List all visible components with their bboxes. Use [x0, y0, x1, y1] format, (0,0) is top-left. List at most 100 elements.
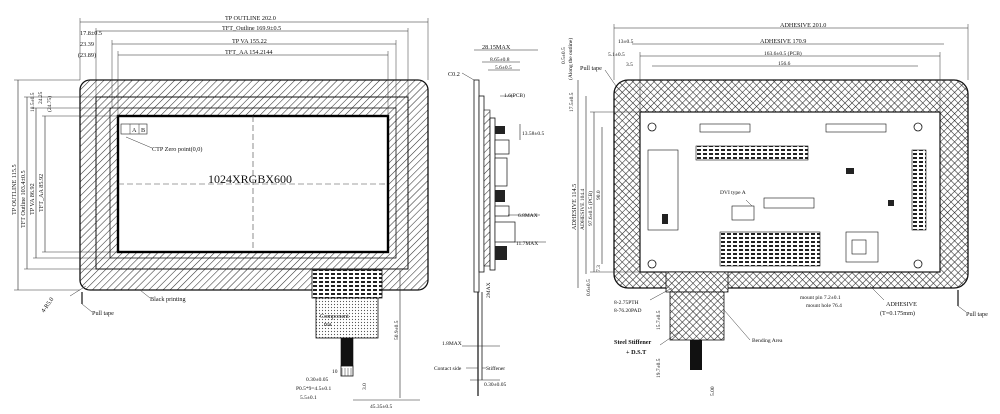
side-2max-label: 2MAX	[486, 282, 492, 298]
fpc-10-label: 10	[332, 369, 338, 375]
ctp-zero-label: CTP Zero point(0,0)	[152, 146, 202, 153]
dvi-connector	[731, 205, 755, 221]
back-fpc-tail	[690, 340, 702, 370]
fpc-45-label: 45.35±0.5	[370, 404, 393, 410]
tft-aa-w-label: TFT_AA 154.2144	[225, 49, 272, 56]
side-1358-label: 13.58±0.5	[522, 131, 545, 137]
mount-hole-label: mount hole 76.4	[806, 303, 842, 309]
mount-hole-tr	[913, 122, 923, 132]
dim-73-label: 7.3	[596, 265, 602, 272]
black-printing-edge	[109, 107, 397, 259]
adhesive-w-label: ADHESIVE 201.0	[780, 22, 826, 29]
fpc-tail	[340, 337, 354, 367]
pcb-h-label: 97.6±0.5 (PCB)	[587, 191, 594, 226]
dim-05-label: 0.5±0.5	[561, 47, 567, 64]
mount-hole-bl	[647, 259, 657, 269]
pcb-board	[489, 117, 496, 271]
adhesive-h-label: ADHESIVE 114.5	[571, 184, 578, 230]
adhesive-t-label: (T=0.175mm)	[880, 310, 915, 317]
fpc-30-label: 3.0	[362, 383, 368, 390]
side-chamfer-label: C0.2	[448, 71, 460, 78]
fpc-connector-area	[311, 269, 383, 299]
dim-157-label: 15.7±0.5	[656, 310, 662, 330]
back-pull-tape-r-label: Pull tape	[966, 311, 988, 318]
backlight	[483, 109, 491, 267]
dim-185-label: 18.5±0.5	[30, 92, 36, 112]
fpc-pitch-back-label: 8-2.75PTH	[614, 300, 639, 306]
resolution-label: 1024XRGBX600	[208, 172, 292, 186]
front-view: A B CTP Zero point(0,0) 1024XRGBX600 TP …	[11, 15, 429, 410]
cover-glass	[473, 79, 480, 293]
steel-stiffener-label-1: Steel Stiffener	[614, 339, 652, 346]
tp-va-h-label: TP VA 86.92	[29, 183, 36, 215]
side-030-label: 0.30±0.05	[484, 382, 507, 388]
mount-pin-label: mount pin 7.2±0.1	[800, 295, 841, 301]
tp-outline-w-label: TP OUTLINE 202.0	[225, 15, 276, 22]
side-pcb-label: 1.6(PCB)	[504, 92, 525, 99]
dim-51-label: 5.1±0.5	[608, 52, 625, 58]
side-56-label: 5.6±0.5	[495, 65, 512, 71]
side-contact-label: Contact side	[434, 366, 462, 372]
mount-hole-tl	[647, 122, 657, 132]
dim-35-label: 3.5	[626, 62, 633, 68]
side-117-label: 11.7MAX	[516, 241, 538, 247]
dim-900-label: 90.0	[596, 190, 602, 200]
dim-17-label: 17.5±0.5	[569, 92, 575, 112]
cell-a-label: A	[132, 127, 137, 134]
tp-outline-h-label: TP OUTLINE 115.5	[11, 164, 18, 215]
mount-hole-br	[913, 259, 923, 269]
side-thickness-label: 28.15MAX	[482, 44, 511, 51]
side-stiffener-label: Stiffener	[486, 365, 505, 372]
fpc-030-label: 0.30±0.05	[306, 377, 329, 383]
pcb-w-label: 163.6±0.5 (PCB)	[764, 50, 802, 57]
dim-2475-label: (24.75)	[46, 96, 53, 112]
cell-b-label: B	[141, 127, 145, 134]
side-view: 28.15MAX 8.65±0.8 5.6±0.5 C0.2 1.6(PCB) …	[434, 44, 546, 396]
pixel-cell-box	[120, 123, 148, 135]
adhesive-w2-label: ADHESIVE 170.9	[760, 38, 806, 45]
pcb-pin-header	[911, 149, 927, 231]
dim-1566-label: 156.6	[778, 61, 791, 67]
dvi-label: DVI type A	[720, 190, 746, 196]
corner-radius-label: 4-R5.0	[40, 296, 55, 314]
tft-aa-h-label: TFT_AA 85.92	[38, 174, 45, 212]
black-printing-label: Black printing	[150, 296, 186, 303]
dim-05-sub-label: (Along the outline)	[567, 38, 574, 80]
back-view: DVI type A ADHESIVE 201.0 ADHESIVE 170.9…	[561, 22, 988, 396]
back-pull-tape-label: Pull tape	[580, 65, 602, 72]
side-865-label: 8.65±0.8	[490, 57, 510, 63]
fpc-pitch-label: P0.5*9=4.5±0.1	[296, 386, 332, 392]
pcb-header-connector	[695, 145, 809, 161]
dim-06-label: 0.6±0.5	[586, 279, 592, 296]
front-pull-tape-label: Pull tape	[92, 310, 114, 317]
fpc-component-area	[315, 297, 379, 339]
component-area-label-1: Component	[320, 313, 349, 320]
tft-panel	[478, 95, 485, 273]
dim-13-label: 13±0.5	[618, 39, 634, 45]
dim-2339-label: 23.39	[80, 41, 94, 48]
adhesive-label: ADHESIVE	[886, 301, 917, 308]
pcb-chip-block	[719, 231, 821, 267]
side-component	[495, 126, 505, 134]
bending-area-label: Bending Area	[752, 338, 783, 344]
side-68-label: 6.8MAX	[518, 213, 538, 219]
steel-stiffener-label-2: + D.S.T	[626, 349, 647, 356]
dim-197-label: 19.7±0.5	[656, 358, 662, 378]
fpc-tail-tip	[340, 365, 354, 377]
tp-va-w-label: TP VA 155.22	[232, 38, 267, 45]
side-dvi-connector	[494, 221, 516, 243]
component-area-label-2: rea	[324, 321, 332, 328]
tft-outline-h-label: TFT Outline 103.4±0.5	[20, 170, 27, 228]
fpc-pad-back-label: 8-76.20PAD	[614, 308, 641, 314]
tft-outline-w-label: TFT_Outline 169.9±0.5	[222, 25, 281, 32]
dim-500-label: 5.00	[710, 386, 716, 396]
fpc-55-label: 5.5±0.1	[300, 395, 317, 401]
dim-2425-label: 24.25	[38, 91, 44, 104]
fpc-len-label: 50.9±0.5	[394, 320, 400, 340]
side-18-label: 1.8MAX	[442, 341, 462, 347]
dim-178-label: 17.8±0.5	[80, 30, 102, 37]
back-fpc-connector	[665, 271, 729, 293]
adhesive-h2-label: ADHESIVE 104.4	[580, 189, 586, 230]
dim-2389-label: (23.89)	[78, 52, 96, 59]
